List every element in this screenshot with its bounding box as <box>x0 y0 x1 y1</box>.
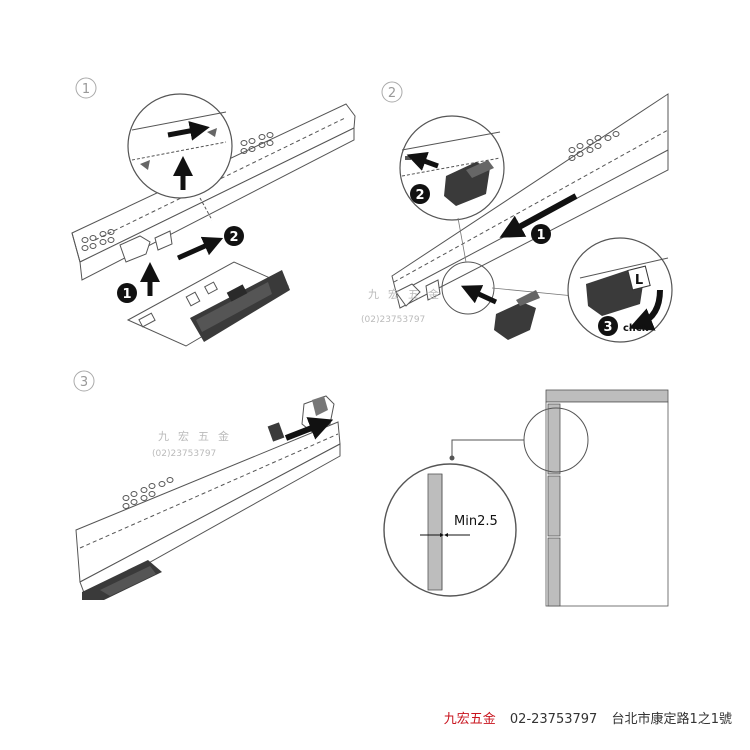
footer-address: 台北市康定路1之1號 <box>611 712 732 727</box>
drawer-front-middle <box>547 475 561 537</box>
callout-2-step1 <box>224 226 244 246</box>
watermark3-char-2: 宏 <box>178 429 189 443</box>
zoom-bubble-step1 <box>127 93 233 199</box>
step-1-panel: 1 <box>71 77 356 347</box>
callout-1-step2 <box>531 224 551 244</box>
footer-contact: 九宏五金 02-23753797 台北市康定路1之1號 <box>444 708 732 727</box>
zoom-bubble-click: L <box>567 237 673 343</box>
watermark-char-1: 九 <box>368 288 379 301</box>
rail-holes-step3 <box>122 477 174 509</box>
clip-side-letter: L <box>635 273 643 288</box>
footer-phone: 02-23753797 <box>509 712 598 727</box>
step-3-panel: 3 九 宏 五 金 (02)23753797 <box>73 370 341 600</box>
under-rail-device <box>82 560 162 600</box>
front-clip-part <box>460 285 540 340</box>
step-2-number: 2 <box>388 86 396 101</box>
callout-2-step2-label: 2 <box>415 188 424 203</box>
watermark-char-2: 宏 <box>388 287 399 301</box>
leader-line <box>451 439 524 458</box>
gap-panel-zoomed <box>427 473 443 591</box>
rail-front-hook <box>119 230 173 263</box>
step-1-number: 1 <box>82 82 90 97</box>
callout-1-label: 1 <box>122 287 131 302</box>
rail-front-hook-step2 <box>395 279 441 307</box>
watermark-step3: 九 宏 五 金 (02)23753797 <box>152 429 229 459</box>
callout-1-step2-label: 1 <box>536 228 545 243</box>
watermark3-char-4: 金 <box>218 429 229 443</box>
watermark-phone: (02)23753797 <box>361 315 425 325</box>
cabinet-side <box>545 401 669 607</box>
watermark3-phone: (02)23753797 <box>152 449 216 459</box>
arrow-slide-left <box>499 193 578 238</box>
callout-1-step1 <box>117 283 137 303</box>
rail-holes-step1 <box>81 132 274 251</box>
arrow-push-back <box>284 417 334 441</box>
arrow-rotate-click <box>628 289 663 331</box>
zoom-bubble-clip-insert <box>399 115 505 221</box>
top-panel-edge <box>545 389 669 403</box>
step-3-number: 3 <box>80 375 88 390</box>
callout-3-step2 <box>598 316 618 336</box>
arrow-right-step1 <box>176 236 224 261</box>
gap-detail-panel: Min2.5 <box>383 389 669 607</box>
step-3-badge <box>73 370 95 392</box>
drawer-front-lower <box>547 537 561 607</box>
watermark-step2: 九 宏 五 金 (02)23753797 <box>361 287 439 325</box>
rail-holes-step2 <box>568 131 620 161</box>
watermark-char-3: 五 <box>408 288 419 301</box>
arrow-insert-clip <box>406 152 439 171</box>
drawer-front-upper <box>547 403 561 475</box>
arrow-clip-to-rail <box>460 285 498 305</box>
callout-2-step2 <box>410 184 430 204</box>
footer-brand: 九宏五金 <box>443 712 496 727</box>
min-gap-label: Min2.5 <box>454 514 498 529</box>
callout-2-label: 2 <box>229 230 238 245</box>
step-2-panel: 2 2 1 <box>361 81 673 343</box>
zoom-arrow-right <box>167 121 210 141</box>
gap-zoom-bubble: Min2.5 <box>383 463 517 597</box>
step-1-badge <box>75 77 97 99</box>
watermark-char-4: 金 <box>428 287 439 301</box>
step-2-badge <box>381 81 403 103</box>
locking-device-plate <box>126 261 290 347</box>
click-label: click <box>623 323 649 334</box>
watermark3-char-1: 九 <box>158 430 169 443</box>
watermark3-char-3: 五 <box>198 430 209 443</box>
callout-3-step2-label: 3 <box>603 320 612 335</box>
